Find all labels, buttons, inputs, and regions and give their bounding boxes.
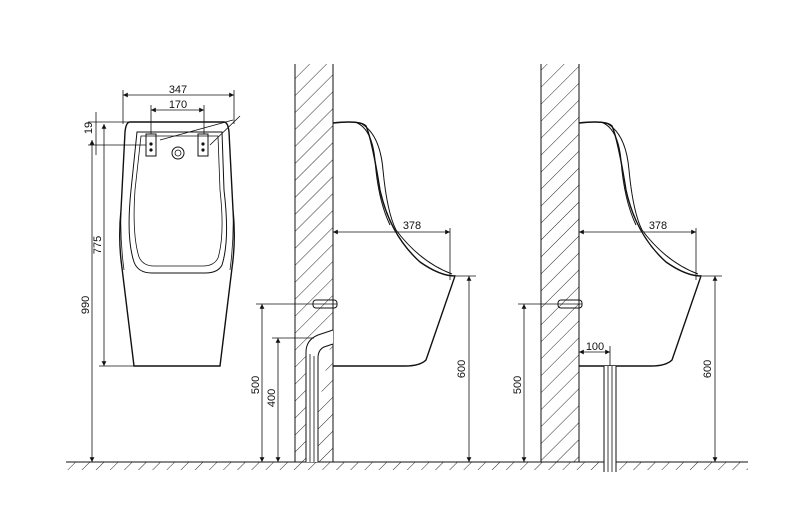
sensor-circle [171,146,185,160]
floor [66,461,748,470]
dim-front-width: 347 [169,84,187,96]
urinal-side-body [332,121,456,367]
dim-side1-projection: 378 [403,220,421,232]
dim-top-offset: 19 [83,122,95,134]
front-view: 347 170 19 775 990 [80,84,241,462]
dim-side1-inlet-height: 500 [250,376,262,394]
wall-hatch-2 [541,64,579,462]
dim-side2-projection: 378 [649,220,667,232]
dim-side1-outlet-height: 400 [266,389,278,407]
dim-inlet-spacing: 170 [169,99,187,111]
dim-mount-height: 990 [80,296,92,314]
inlet-bracket-right [197,133,209,157]
urinal-side-body-2 [578,121,702,367]
side-view-concealed: 378 600 500 400 [250,64,476,462]
side-view-floor: 378 600 500 100 [512,64,722,472]
dim-side1-rim-height: 600 [456,360,468,378]
dim-side2-rim-height: 600 [702,360,714,378]
dim-side2-outlet-offset: 100 [586,341,604,353]
dim-body-height: 775 [92,236,104,254]
dim-side2-inlet-height: 500 [512,376,524,394]
